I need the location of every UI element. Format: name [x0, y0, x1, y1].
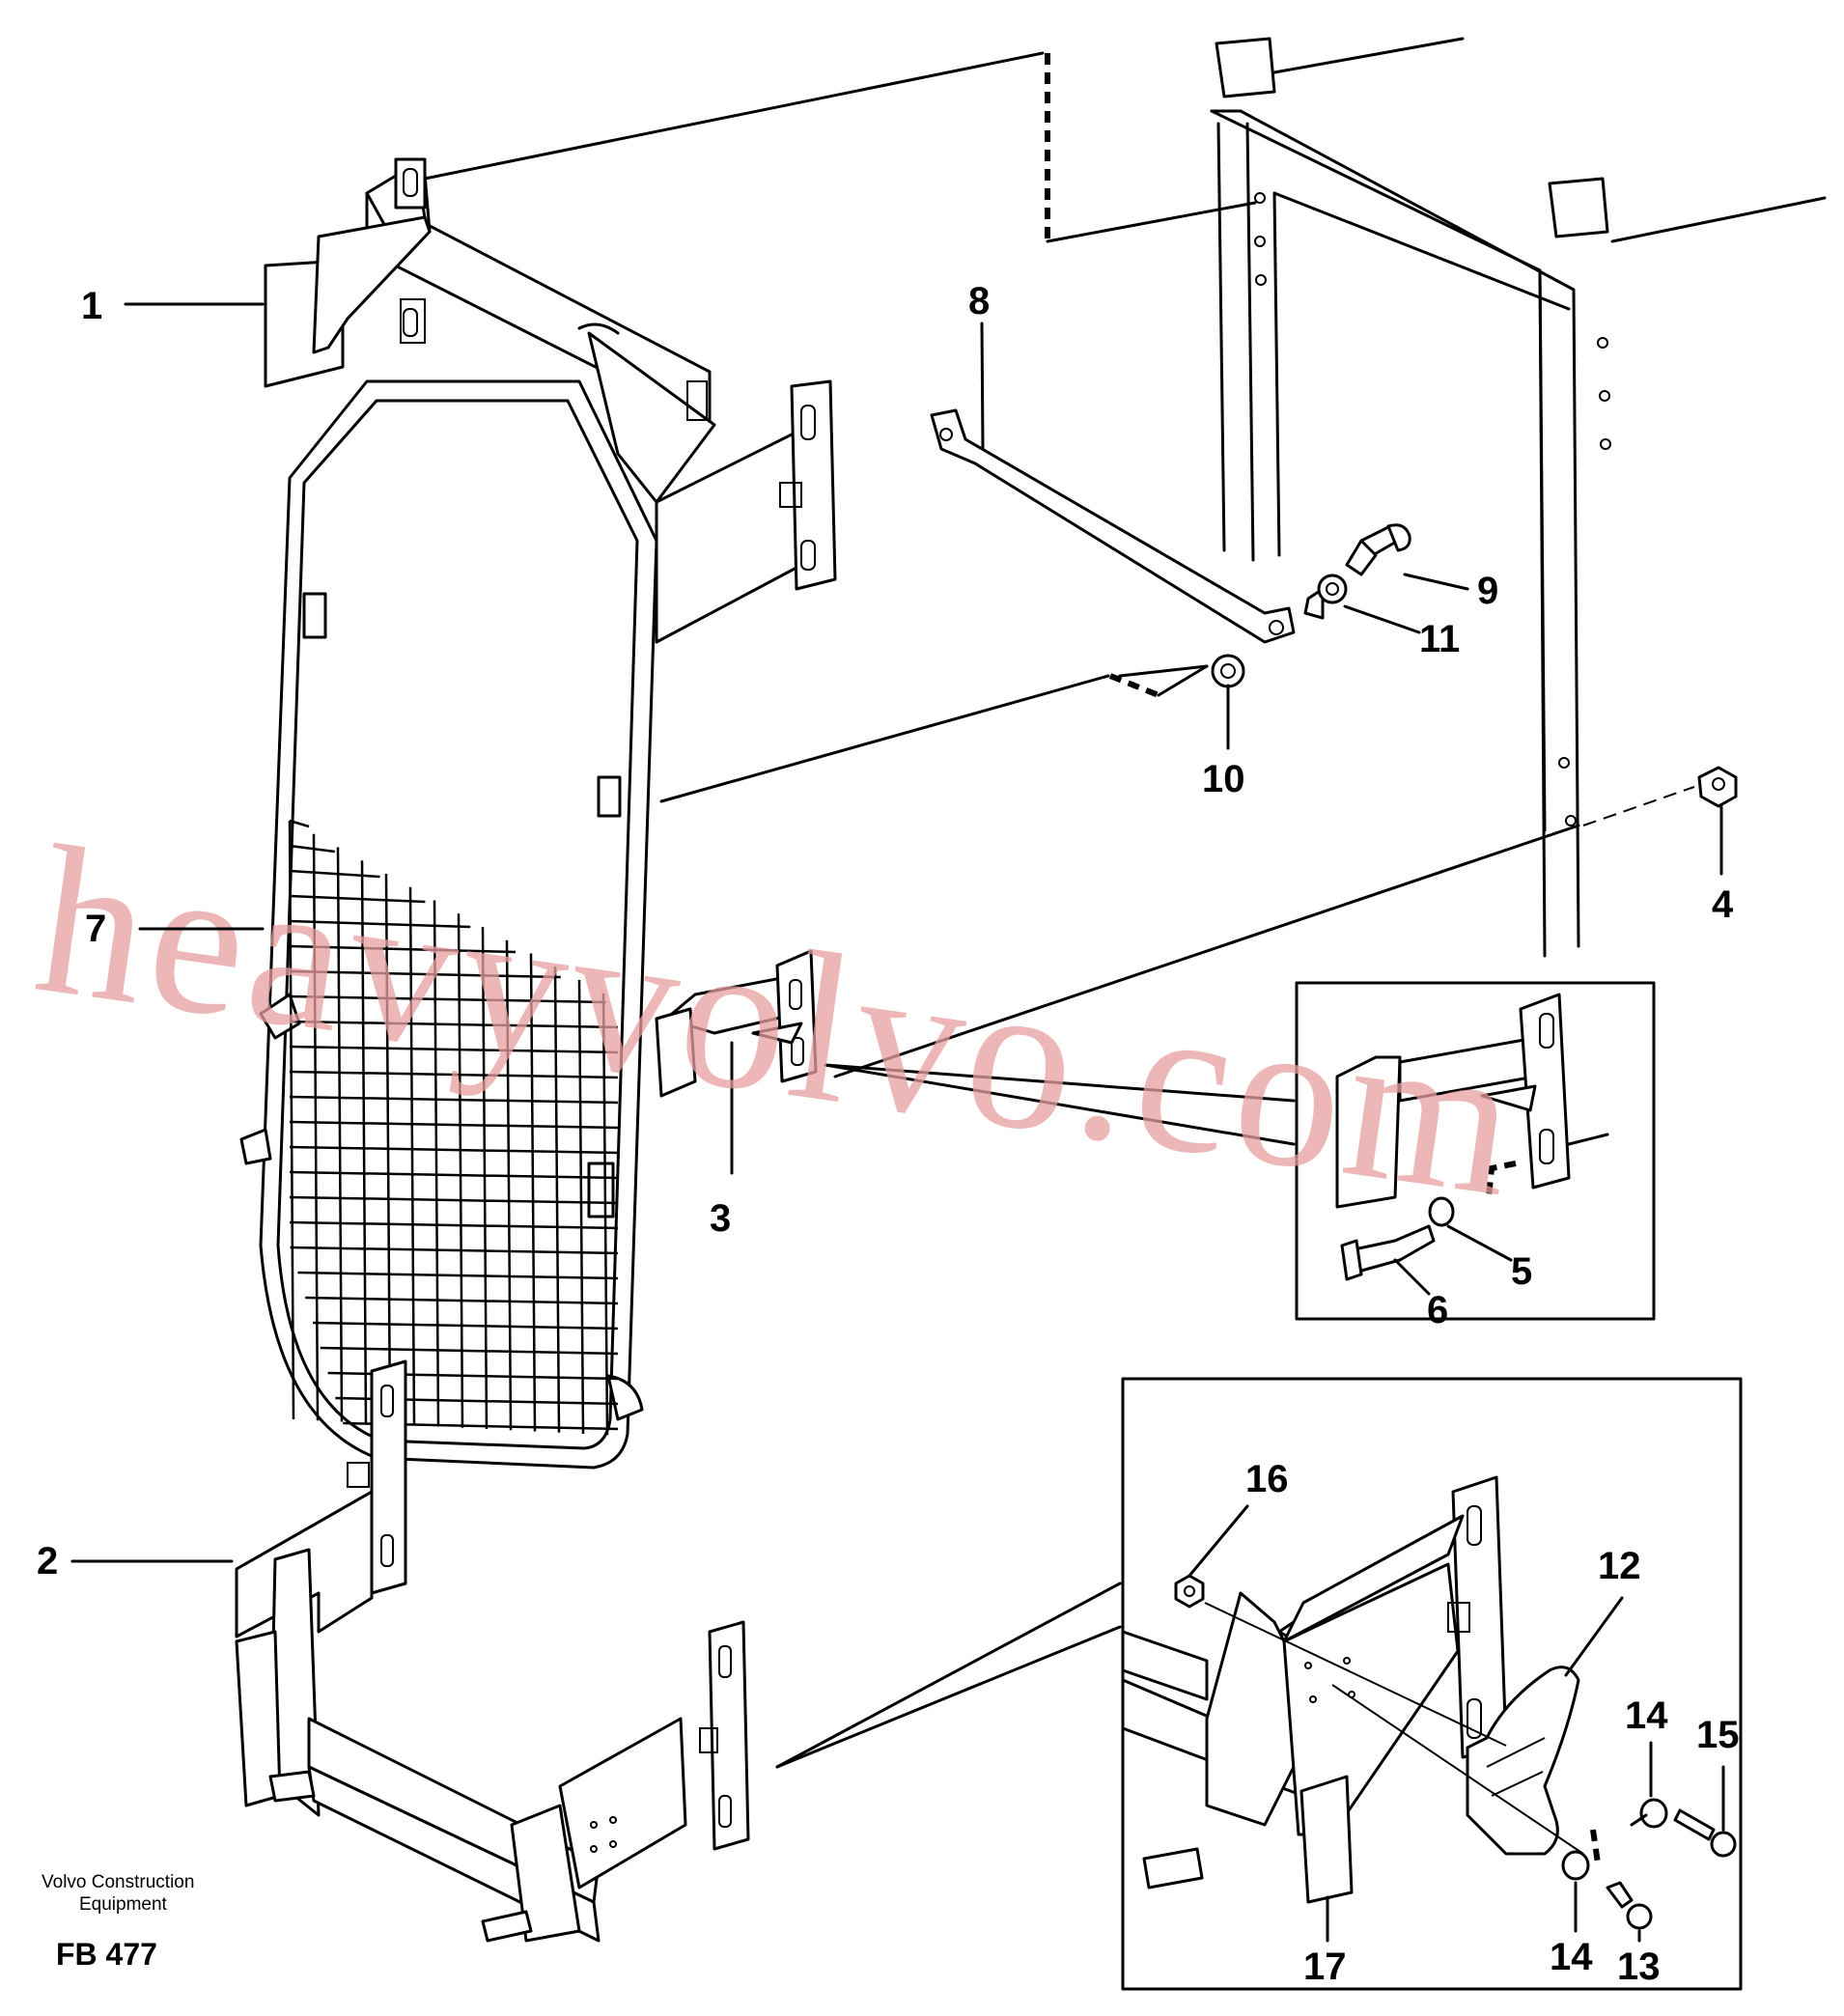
- mesh-wire-horizontal: [289, 894, 426, 904]
- mesh-wire-horizontal: [289, 1220, 619, 1230]
- callout-6: 6: [1427, 1289, 1448, 1331]
- mesh-wire-vertical: [577, 979, 585, 1435]
- mesh-wire-horizontal: [289, 1070, 619, 1079]
- mesh-wire-vertical: [336, 847, 344, 1422]
- detail-inset-bracket: [1295, 981, 1656, 1321]
- mesh-wire-horizontal: [289, 919, 471, 929]
- leader-lines: [70, 302, 1725, 1943]
- mesh-wire-horizontal: [289, 1045, 619, 1054]
- callout-12: 12: [1598, 1545, 1641, 1587]
- callout-7: 7: [85, 908, 106, 950]
- mesh-wire-horizontal: [289, 1145, 619, 1155]
- callout-10: 10: [1202, 758, 1245, 800]
- figure-code: FB 477: [56, 1937, 157, 1972]
- lower-bracket: [235, 1359, 750, 1943]
- cab-frame: [1210, 37, 1827, 958]
- callout-labels: 1 2 3 4 5 6 7 8 9 10 11 12 13 14 14 15 1…: [37, 280, 1740, 1988]
- caption-line-1: Volvo Construction: [42, 1872, 194, 1892]
- mesh-wire-horizontal: [289, 1120, 619, 1130]
- caption-line-2: Equipment: [79, 1894, 168, 1915]
- callout-14-lower: 14: [1550, 1936, 1593, 1978]
- mesh-wire-vertical: [481, 926, 489, 1430]
- callout-8: 8: [968, 280, 990, 322]
- callout-2: 2: [37, 1540, 58, 1582]
- callout-4: 4: [1712, 883, 1734, 926]
- mesh-wire-horizontal: [297, 1271, 619, 1280]
- detail-inset-lower-bracket: [1121, 1377, 1743, 1991]
- mesh-wire-horizontal: [320, 1346, 619, 1356]
- mesh-wire-horizontal: [289, 869, 380, 879]
- mesh-wire-vertical: [360, 860, 368, 1423]
- callout-11: 11: [1419, 618, 1460, 660]
- mesh-wire-horizontal: [289, 1195, 619, 1205]
- mesh-wire-vertical: [553, 966, 561, 1433]
- mesh-wire-horizontal: [289, 819, 310, 828]
- mesh-wire-horizontal: [290, 1246, 619, 1255]
- mesh-guard-door: [239, 379, 658, 1470]
- callout-13: 13: [1617, 1946, 1661, 1988]
- callout-16: 16: [1245, 1458, 1289, 1500]
- nut-4: [833, 766, 1738, 1078]
- callout-14-upper: 14: [1625, 1694, 1668, 1737]
- mesh-wire-vertical: [601, 993, 609, 1436]
- stay-rod: [930, 408, 1411, 688]
- mesh-wire-horizontal: [289, 1170, 619, 1180]
- mesh-wire-vertical: [408, 886, 416, 1426]
- mesh-wire-horizontal: [289, 994, 606, 1004]
- mesh-wire-horizontal: [289, 844, 335, 854]
- mesh-wire-horizontal: [289, 944, 517, 954]
- middle-bracket: [655, 949, 818, 1175]
- mesh-wire-horizontal: [289, 1020, 619, 1029]
- callout-1: 1: [81, 285, 102, 327]
- mesh-wire-horizontal: [289, 1095, 619, 1105]
- callout-15: 15: [1696, 1714, 1740, 1756]
- upper-bracket: [264, 157, 837, 644]
- mesh-wire-vertical: [433, 900, 440, 1427]
- callout-3: 3: [710, 1197, 731, 1240]
- mesh-wire-horizontal: [312, 1321, 619, 1330]
- callout-17: 17: [1303, 1946, 1347, 1988]
- watermark-text: heavyvolvo.com: [25, 800, 1534, 1242]
- callout-9: 9: [1477, 570, 1498, 612]
- mesh-wire-horizontal: [305, 1296, 619, 1305]
- mesh-wire-horizontal: [289, 969, 561, 979]
- mesh-wire-vertical: [505, 939, 513, 1431]
- callout-5: 5: [1511, 1250, 1532, 1293]
